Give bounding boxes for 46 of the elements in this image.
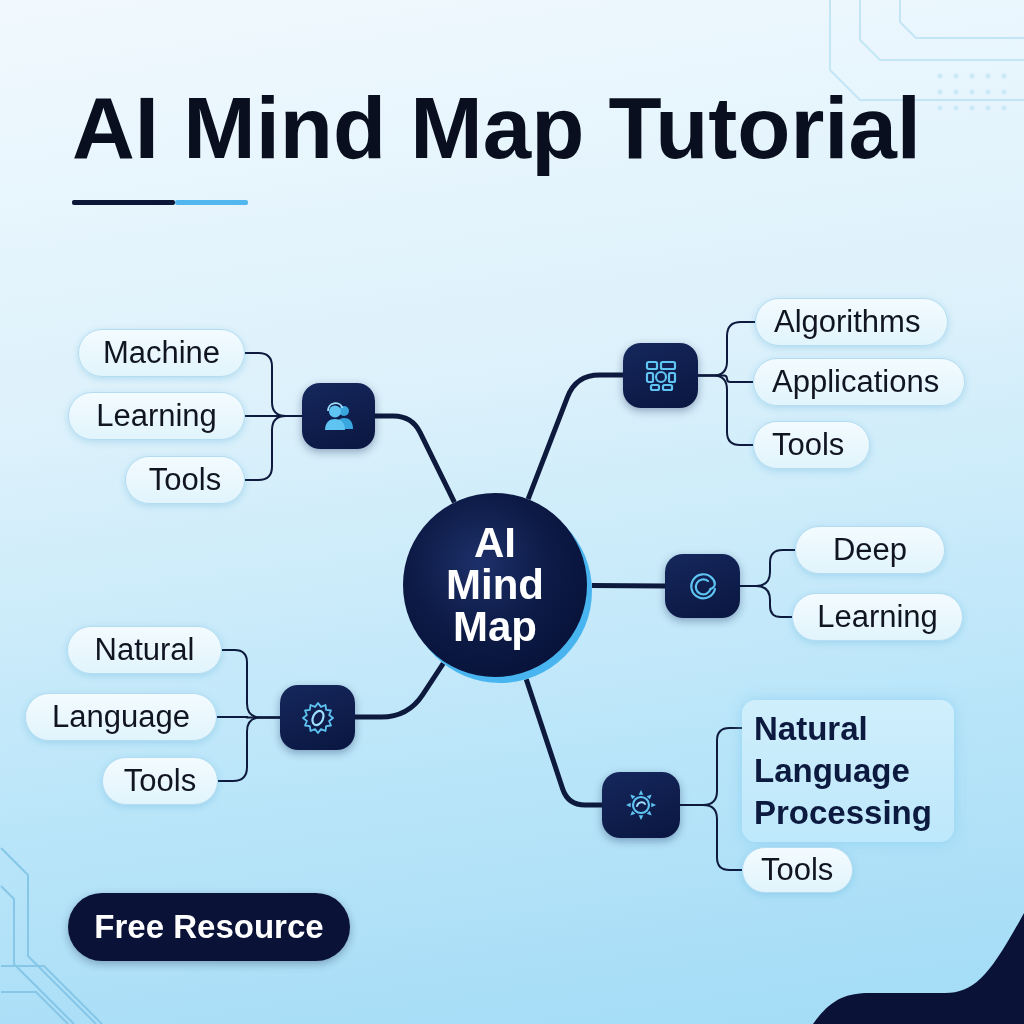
icon-tile: [302, 383, 375, 449]
icon-tile: [602, 772, 680, 838]
topic-label: Machine: [102, 335, 221, 371]
topic-label: Learning: [96, 398, 217, 434]
topic-pill: [795, 526, 945, 574]
topic-label: Deep: [832, 532, 908, 568]
topic-label: Tools: [148, 462, 222, 498]
connector-line: [244, 415, 303, 481]
hub-circle: [403, 493, 592, 683]
icon-tile: [665, 554, 740, 618]
topic-pill: [68, 392, 245, 440]
badge-label: Free Resource: [94, 908, 324, 946]
topic-pill: [753, 421, 870, 469]
topic-pill: [742, 847, 853, 893]
topic-pill: [792, 593, 963, 641]
topic-label: Natural: [94, 632, 195, 668]
connector-line: [523, 678, 602, 808]
topic-label: Algorithms: [774, 304, 921, 340]
resource-badge: [68, 893, 350, 961]
connector-line: [355, 662, 446, 720]
topic-pill: [102, 757, 218, 805]
connector-line: [697, 374, 754, 446]
icon-tile: [623, 343, 698, 408]
topic-label: Tools: [772, 427, 845, 463]
connector-line: [375, 413, 457, 504]
page-title: AI Mind Map Tutorial: [72, 78, 921, 178]
connector-line: [739, 585, 793, 618]
topic-label: Natural Language Processing: [754, 709, 933, 833]
hub-label: AI Mind Map: [445, 522, 545, 648]
topic-label: Tools: [761, 852, 834, 888]
topic-pill: [755, 298, 948, 346]
topic-pill: [25, 693, 217, 741]
icon-tile: [280, 685, 355, 750]
topic-pill: [78, 329, 245, 377]
topic-pill: [125, 456, 245, 504]
connector-line: [679, 804, 743, 871]
connector-line: [217, 716, 281, 782]
topic-label: Applications: [772, 364, 940, 400]
connector-line: [591, 582, 665, 589]
topic-label: Learning: [817, 599, 938, 635]
highlight-panel: [742, 700, 954, 842]
connector-line: [525, 372, 623, 501]
topic-pill: [753, 358, 965, 406]
topic-label: Tools: [123, 763, 197, 799]
topic-pill: [67, 626, 222, 674]
topic-label: Language: [52, 699, 190, 735]
